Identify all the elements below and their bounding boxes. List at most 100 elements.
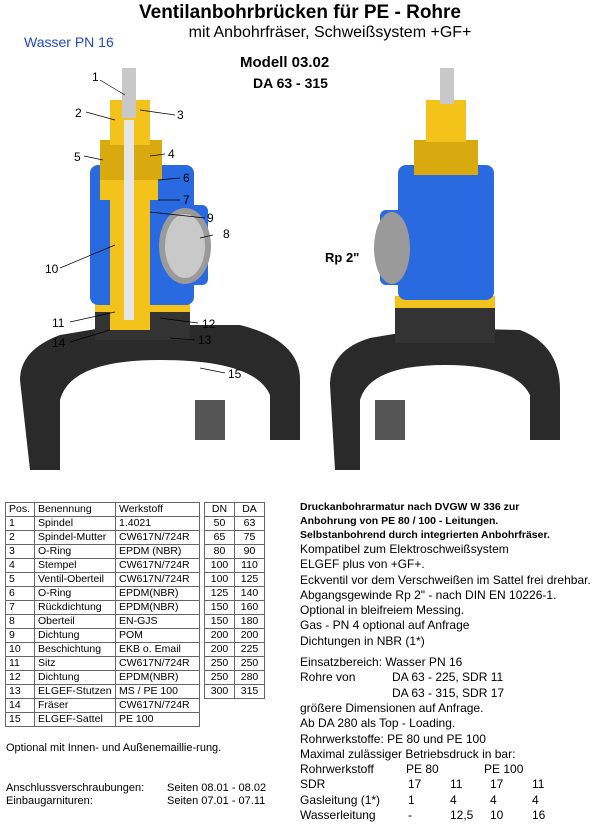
col-pos: Pos. <box>5 502 35 517</box>
parts-cell: 2 <box>5 530 35 545</box>
parts-cell: 15 <box>5 712 35 727</box>
desc-line: Optional in bleifreiem Messing. <box>300 603 465 618</box>
parts-cell: 10 <box>5 642 35 657</box>
callout-10: 10 <box>45 262 59 276</box>
dn-cell: 100 <box>204 558 235 573</box>
pressure-badge: Wasser PN 16 <box>24 34 114 50</box>
parts-cell: EPDM(NBR) <box>115 586 200 601</box>
callout-13: 13 <box>198 333 212 347</box>
page-subtitle: mit Anbohrfräser, Schweißsystem +GF+ <box>188 24 472 41</box>
pressure-cell: 17 <box>408 777 422 792</box>
desc-line: Eckventil vor dem Verschweißen im Sattel… <box>300 572 591 587</box>
desc-rohre-row: Rohre von DA 63 - 225, SDR 11 <box>300 670 600 685</box>
page-references: Anschlussverschraubungen:Seiten 08.01 - … <box>6 782 266 808</box>
parts-cell: 6 <box>5 586 35 601</box>
desc-line: Dichtungen in NBR (1*) <box>300 633 425 648</box>
page-title: Ventilanbohrbrücken für PE - Rohre <box>139 2 461 23</box>
desc-line: Ab DA 280 als Top - Loading. <box>300 716 456 731</box>
parts-cell: Oberteil <box>34 614 116 629</box>
parts-cell: Beschichtung <box>34 642 116 657</box>
parts-cell: MS / PE 100 <box>115 684 200 699</box>
dn-cell: 200 <box>204 642 235 657</box>
pressure-cell: - <box>408 808 412 823</box>
parts-cell: Dichtung <box>34 670 116 685</box>
pressure-cell: 1 <box>408 792 415 807</box>
size-range: DA 63 - 315 <box>253 75 328 91</box>
dn-table-header: DN DA <box>204 502 265 517</box>
dn-cell: 300 <box>204 684 235 699</box>
desc-bold-2: Anbohrung von PE 80 / 100 - Leitungen. <box>300 515 499 527</box>
pressure-cell: 12,5 <box>450 808 474 823</box>
desc-einsatz: Einsatzbereich: Wasser PN 16 <box>300 655 463 670</box>
desc-line: Abgangsgewinde Rp 2" - nach DIN EN 10226… <box>300 587 557 602</box>
thread-label: Rp 2" <box>325 250 360 265</box>
callout-11: 11 <box>52 316 65 330</box>
parts-cell: ELGEF-Stutzen <box>34 684 116 699</box>
callout-12: 12 <box>202 317 216 331</box>
dn-cell: 125 <box>234 572 265 587</box>
parts-cell: 9 <box>5 628 35 643</box>
parts-cell: 3 <box>5 544 35 559</box>
col-benennung: Benennung <box>34 502 116 517</box>
dn-cell: 250 <box>204 656 235 671</box>
parts-cell: CW617N/724R <box>115 558 200 573</box>
parts-cell: CW617N/724R <box>115 656 200 671</box>
parts-cell: O-Ring <box>34 586 116 601</box>
pressure-cell: Gasleitung (1*) <box>300 792 381 807</box>
dn-cell: 150 <box>204 614 235 629</box>
callout-14: 14 <box>52 336 66 350</box>
dn-cell: 150 <box>204 600 235 615</box>
parts-cell: CW617N/724R <box>115 530 200 545</box>
callout-6: 6 <box>183 171 190 185</box>
desc-line: Maximal zulässiger Betriebsdruck in bar: <box>300 746 516 761</box>
dn-cell: 280 <box>234 670 265 685</box>
parts-cell: Stempel <box>34 558 116 573</box>
parts-cell: 14 <box>5 698 35 713</box>
dn-cell: 225 <box>234 642 265 657</box>
dn-cell: 125 <box>204 586 235 601</box>
model-name: Modell 03.02 <box>240 54 330 71</box>
desc-bold-1: Druckanbohrarmatur nach DVGW W 336 zur <box>300 501 520 513</box>
dn-cell: 315 <box>234 684 265 699</box>
pressure-cell: 11 <box>450 777 463 792</box>
parts-cell: EKB o. Email <box>115 642 200 657</box>
parts-cell: 1.4021 <box>115 516 200 531</box>
parts-cell: 12 <box>5 670 35 685</box>
desc-rohre-row-2: DA 63 - 315, SDR 17 <box>300 686 600 701</box>
rohre-value-2: DA 63 - 315, SDR 17 <box>392 685 505 700</box>
callout-5: 5 <box>74 150 81 164</box>
callout-7: 7 <box>183 193 190 207</box>
dn-cell: 250 <box>204 670 235 685</box>
parts-cell: CW617N/724R <box>115 572 200 587</box>
parts-cell: 11 <box>5 656 35 671</box>
callout-2: 2 <box>75 106 82 120</box>
dn-cell: 160 <box>234 600 265 615</box>
dn-cell: 50 <box>204 516 235 531</box>
pressure-cell: Wasserleitung <box>300 808 376 823</box>
parts-table-header: Pos. Benennung Werkstoff <box>5 502 200 517</box>
dn-cell: 80 <box>204 544 235 559</box>
valve-cutaway-drawing <box>20 68 300 470</box>
parts-cell: 7 <box>5 600 35 615</box>
pressure-cell: 16 <box>532 808 546 823</box>
